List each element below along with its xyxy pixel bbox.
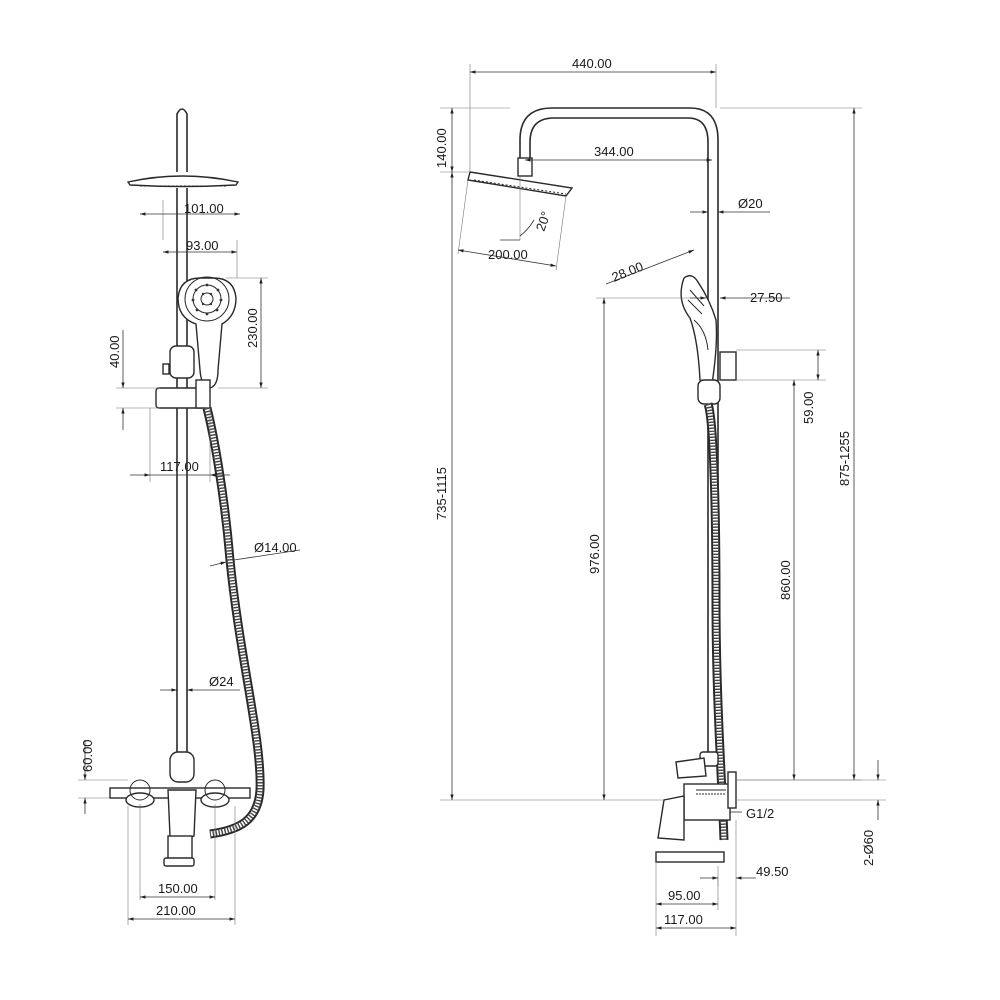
front-hose (202, 406, 265, 839)
front-top-pipe (176, 108, 188, 172)
dim-2750: 27.50 (690, 290, 790, 305)
dim-28: 28.00 (605, 249, 695, 285)
dim-2750-label: 27.50 (750, 290, 783, 305)
dim-230-label: 230.00 (245, 308, 260, 348)
dim-117: 117.00 (130, 408, 230, 482)
dim-735-1115-label: 735-1115 (434, 467, 449, 520)
dim-59-label: 59.00 (801, 391, 816, 424)
dim-93-label: 93.00 (186, 238, 219, 253)
spray-nozzles (191, 283, 223, 316)
front-mixer-body (109, 779, 251, 867)
dim-117-side-label: 117.00 (664, 912, 703, 927)
dim-g12: G1/2 (730, 806, 774, 821)
dim-344-label: 344.00 (594, 144, 634, 159)
dim-860-label: 860.00 (778, 560, 793, 600)
dim-200: 200.00 (457, 179, 567, 271)
dim-344: 344.00 (525, 144, 712, 162)
front-riser-pipe (176, 188, 188, 760)
dim-2-60-label: 2-Ø60 (861, 830, 876, 866)
dim-60-label: 60.00 (80, 739, 95, 772)
dim-hose-14: Ø14.00 (209, 540, 301, 567)
dim-140: 140.00 (434, 107, 510, 173)
side-wall-bracket (697, 351, 737, 405)
dim-angle-20: 20° (500, 176, 554, 241)
dim-150: 150.00 (139, 804, 216, 900)
dim-angle-20-label: 20° (533, 209, 554, 233)
dim-735-1115: 735-1115 (434, 172, 596, 801)
dim-4950: 49.50 (700, 820, 789, 886)
dim-875-1255: 875-1255 (720, 107, 862, 781)
dim-230: 230.00 (218, 277, 268, 389)
dim-440: 440.00 (469, 56, 717, 172)
side-hose (703, 402, 729, 841)
front-hand-shower (177, 276, 237, 389)
side-hand-shower (680, 275, 718, 385)
dim-20-dia: Ø20 (690, 196, 770, 214)
dim-440-label: 440.00 (572, 56, 612, 71)
dim-24-label: Ø24 (209, 674, 234, 689)
side-view: 440.00 344.00 140.00 Ø20 20° 200.00 (434, 56, 886, 936)
dim-4950-label: 49.50 (756, 864, 789, 879)
front-diverter (169, 751, 195, 783)
dim-riser-24: Ø24 (160, 674, 240, 692)
dim-101: 101.00 (140, 200, 240, 240)
front-slider-bracket (155, 345, 211, 409)
dim-101-label: 101.00 (184, 201, 224, 216)
dim-g12-label: G1/2 (746, 806, 774, 821)
dim-210: 210.00 (127, 806, 236, 925)
dim-40: 40.00 (107, 330, 160, 430)
dim-28-label: 28.00 (610, 259, 646, 285)
dim-117-label: 117.00 (160, 459, 199, 474)
dim-150-label: 150.00 (158, 881, 198, 896)
dim-976-label: 976.00 (587, 534, 602, 574)
dim-20-dia-label: Ø20 (738, 196, 763, 211)
side-arched-pipe (519, 107, 719, 752)
dim-95: 95.00 (655, 862, 719, 936)
dim-875-1255-label: 875-1255 (837, 431, 852, 486)
dim-200-label: 200.00 (488, 247, 528, 262)
dim-93: 93.00 (163, 238, 238, 278)
dim-140-label: 140.00 (434, 128, 449, 168)
dim-95-label: 95.00 (668, 888, 701, 903)
front-rain-shower-head (126, 175, 240, 188)
front-view: 101.00 93.00 230.00 40.00 117.00 (78, 108, 301, 925)
dim-59: 59.00 (736, 349, 826, 424)
dim-40-label: 40.00 (107, 335, 122, 368)
dim-210-label: 210.00 (156, 903, 196, 918)
dim-14-label: Ø14.00 (254, 540, 297, 555)
dim-117-side: 117.00 (656, 886, 737, 936)
side-mixer (655, 751, 737, 863)
dim-2-60: 2-Ø60 (736, 760, 886, 866)
dim-860: 860.00 (736, 380, 802, 781)
dim-60: 60.00 (78, 739, 128, 814)
dim-976: 976.00 (587, 297, 690, 801)
